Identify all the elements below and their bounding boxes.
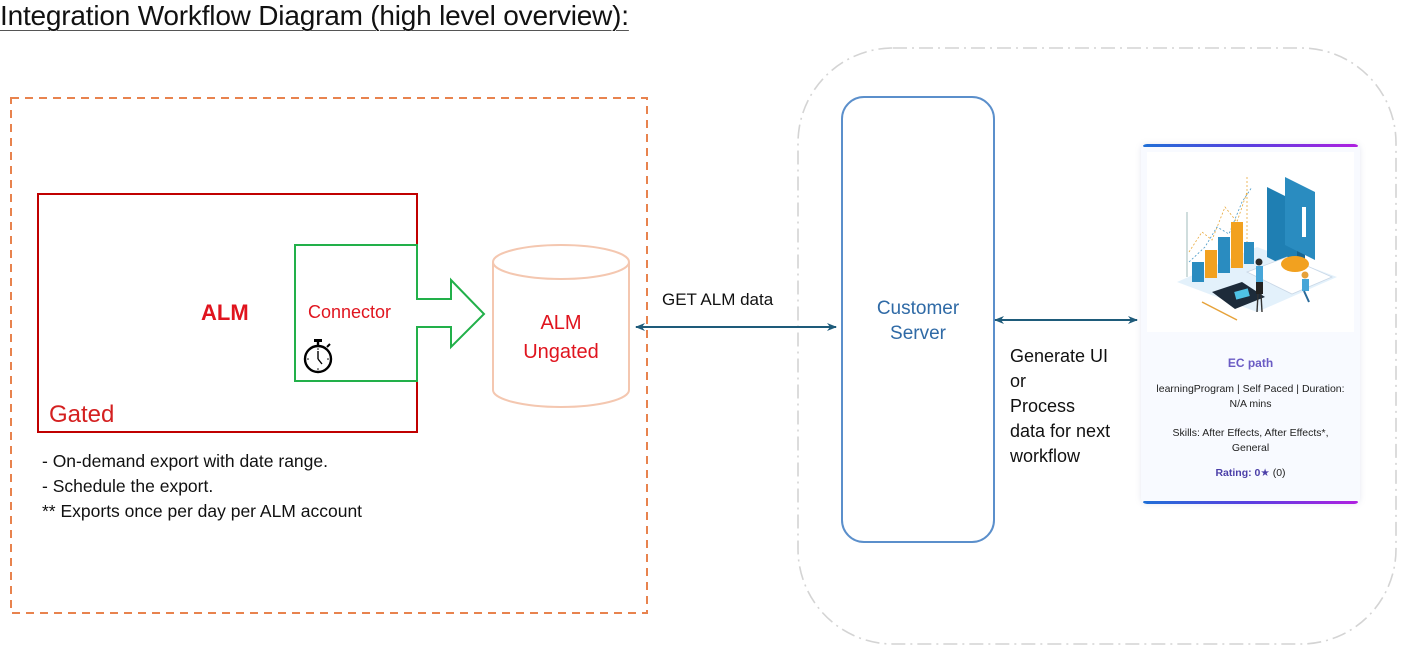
note-item: - On-demand export with date range. [42, 451, 328, 471]
rating-label: Rating: 0★ [1215, 467, 1270, 479]
learning-program-card[interactable]: EC path learningProgram | Self Paced | D… [1141, 144, 1360, 504]
stopwatch-icon [303, 339, 333, 374]
card-meta-line2: N/A mins [1229, 398, 1272, 410]
generate-ui-label: Generate UI or Process data for next wor… [1010, 346, 1111, 466]
connector-arrow-shape [294, 244, 486, 382]
database-label-line1: ALM [540, 312, 582, 334]
note-item: ** Exports once per day per ALM account [42, 501, 363, 521]
gated-label: Gated [49, 401, 115, 428]
card-title[interactable]: EC path [1227, 356, 1274, 370]
card-skills: Skills: After Effects, After Effects*, G… [1147, 426, 1354, 456]
card-meta-line1: learningProgram | Self Paced | Duration: [1156, 383, 1345, 395]
customer-server-label: Customer Server [843, 296, 993, 346]
export-notes: - On-demand export with date range. - Sc… [42, 449, 362, 524]
connector-label: Connector [308, 302, 392, 322]
database-label-line2: Ungated [523, 341, 599, 363]
get-alm-data-label: GET ALM data [662, 290, 774, 309]
server-label-line1: Customer [876, 298, 960, 319]
alm-ungated-database [492, 244, 630, 408]
database-label: ALM Ungated [500, 309, 622, 367]
card-bottom-accent-bar [1143, 501, 1358, 504]
customer-boundary-box [797, 47, 1397, 645]
integration-boundary-box [10, 97, 648, 614]
server-label-line2: Server [890, 323, 946, 344]
alm-label: ALM [201, 300, 249, 325]
card-top-accent-bar [1143, 144, 1358, 147]
card-skills-line2: General [1231, 442, 1270, 454]
card-meta: learningProgram | Self Paced | Duration:… [1147, 382, 1354, 412]
card-skills-line1: Skills: After Effects, After Effects*, [1172, 427, 1329, 439]
diagram-title: Integration Workflow Diagram (high level… [0, 0, 629, 31]
note-item: - Schedule the export. [42, 476, 214, 496]
card-rating: Rating: 0★ (0) [1141, 467, 1360, 479]
rating-count: (0) [1272, 467, 1286, 479]
analytics-illustration-icon [1147, 152, 1354, 332]
